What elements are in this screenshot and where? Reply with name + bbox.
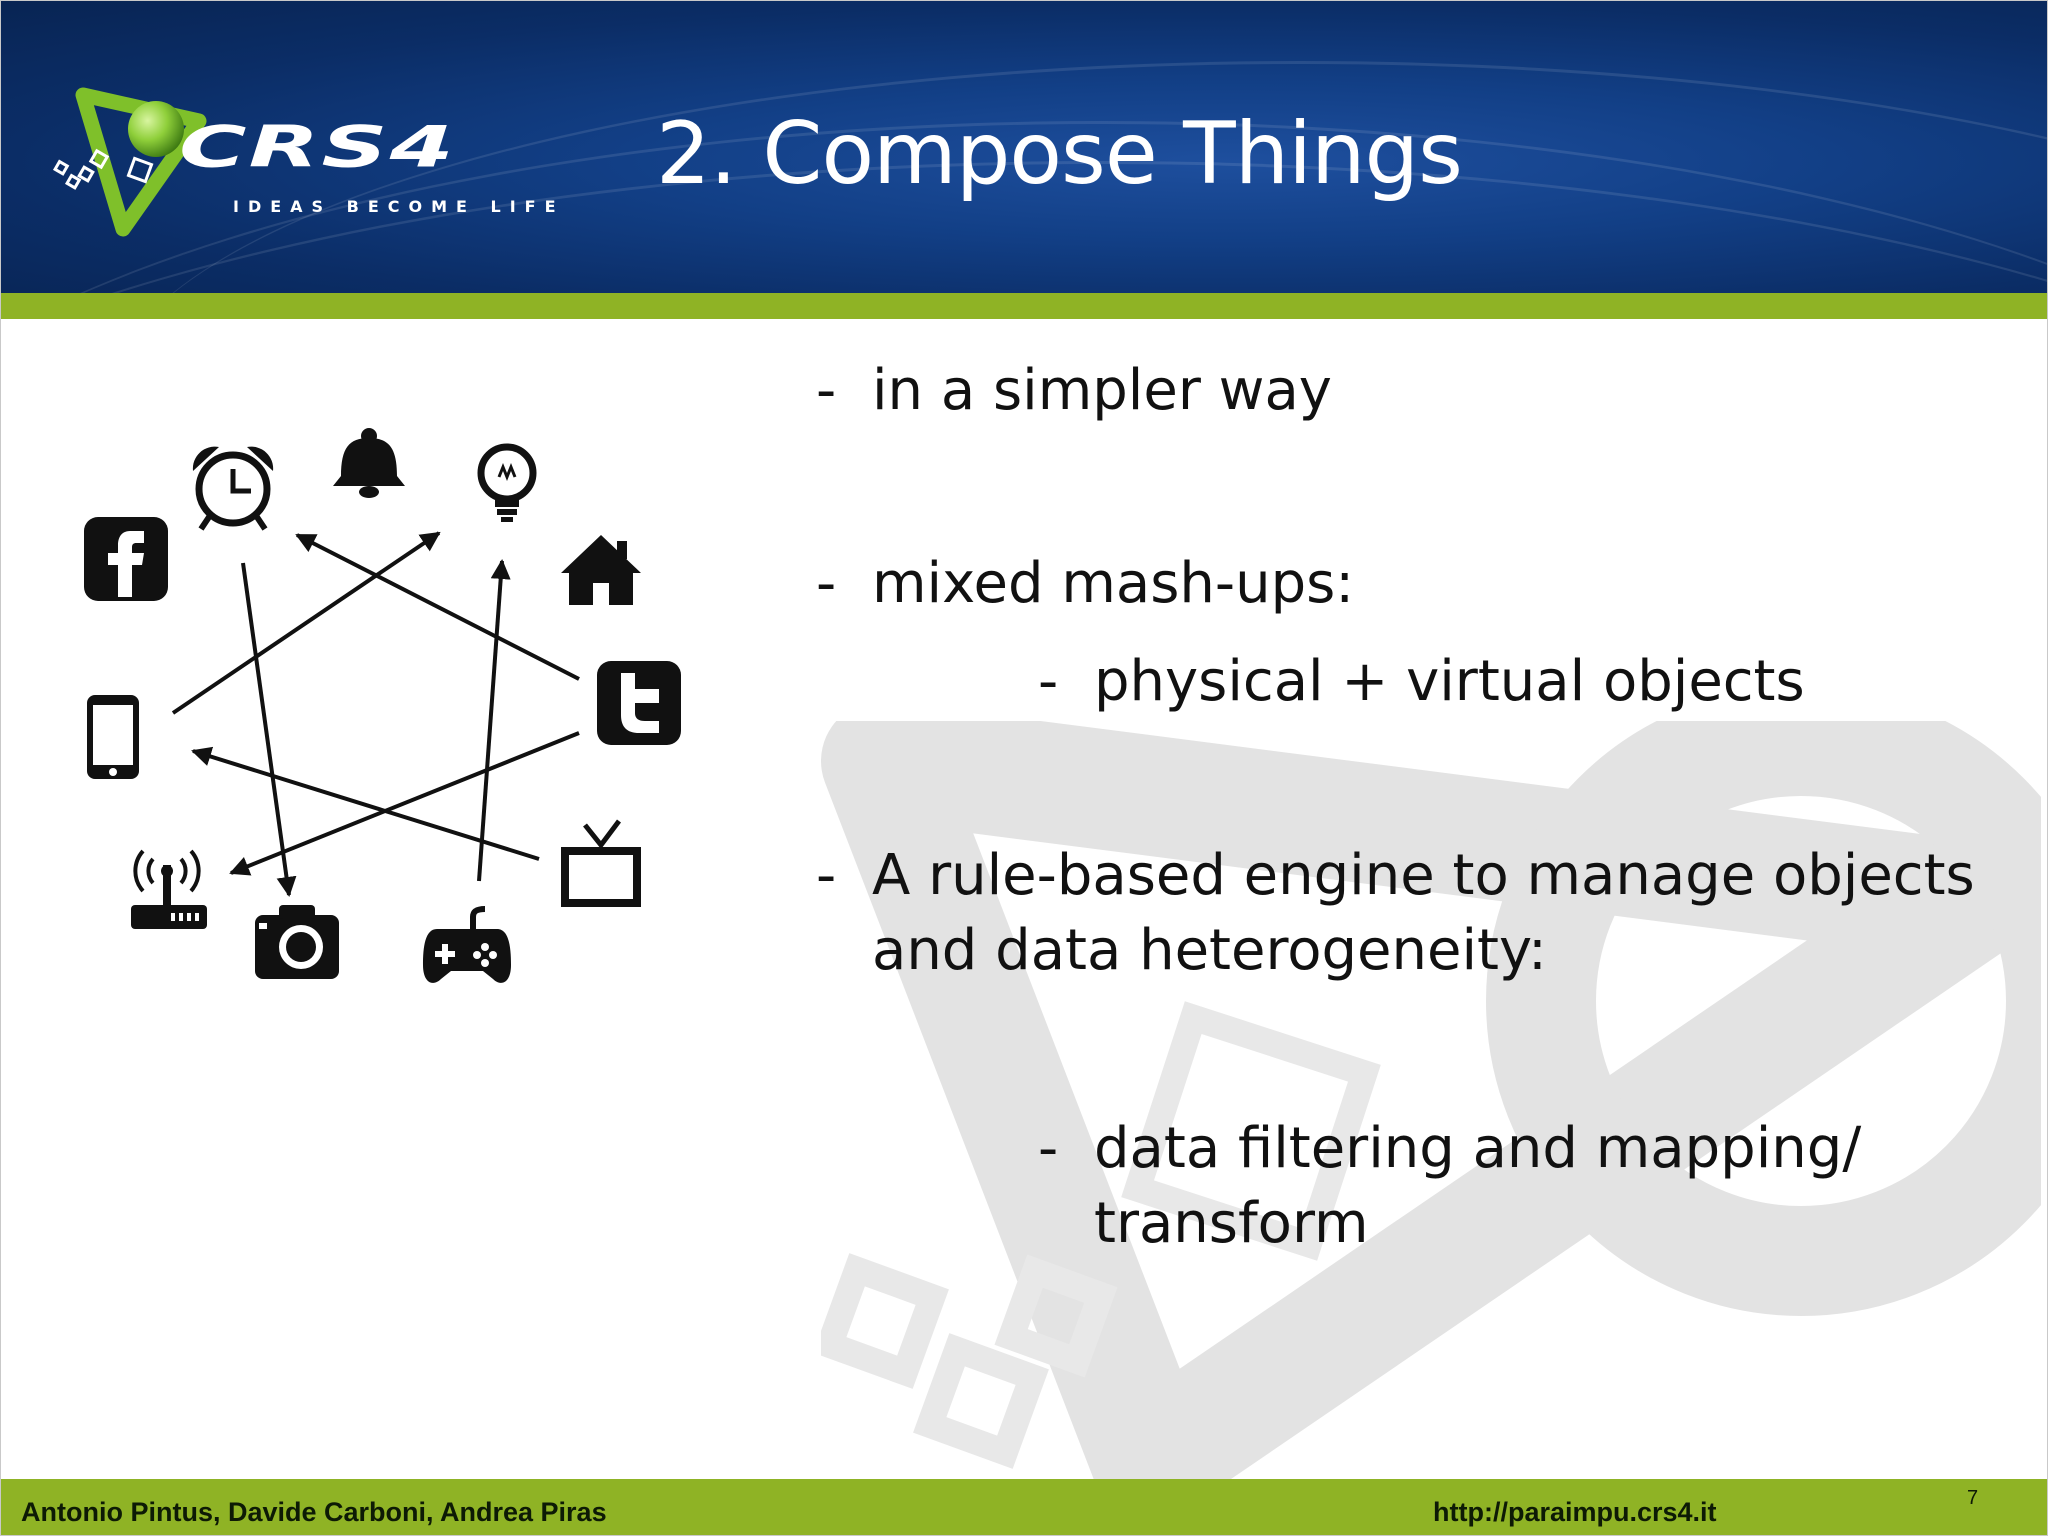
slide-title: 2. Compose Things — [656, 104, 1463, 204]
facebook-icon — [84, 517, 168, 601]
bullet-dash: - — [816, 358, 837, 423]
slide-header: CRS4 IDEAS BECOME LIFE 2. Compose Things — [1, 1, 2047, 293]
footer-authors: Antonio Pintus, Davide Carboni, Andrea P… — [21, 1497, 607, 1527]
sub-bullet-data-filtering-line2: transform — [1094, 1191, 1369, 1256]
gamepad-icon — [423, 906, 511, 983]
page-number: 7 — [1967, 1487, 1979, 1509]
bell-icon — [333, 428, 405, 498]
twitter-icon — [597, 661, 681, 745]
crs4-watermark — [821, 721, 2041, 1481]
camera-icon — [255, 905, 339, 979]
bullet-text: mixed mash-ups: — [872, 551, 1355, 616]
logo-wordmark: CRS4 — [179, 114, 456, 181]
wifi-router-icon — [131, 849, 207, 929]
things-network-diagram — [84, 428, 681, 983]
header-accent-bar — [1, 293, 2047, 319]
slide-footer: Antonio Pintus, Davide Carboni, Andrea P… — [1, 1479, 2047, 1535]
bullet-dash: - — [1038, 649, 1059, 714]
bullet-dash: - — [1038, 1116, 1059, 1181]
bullet-text-line1: A rule-based engine to manage objects — [872, 843, 1975, 908]
smartphone-icon — [87, 695, 139, 779]
bullet-text: in a simpler way — [872, 358, 1332, 423]
tv-icon — [561, 819, 641, 907]
bullet-text-line1: data filtering and mapping/ — [1094, 1116, 1862, 1181]
bullet-rule-engine-line2: and data heterogeneity: — [872, 918, 1547, 983]
house-icon — [561, 535, 641, 605]
alarm-clock-icon — [192, 446, 274, 531]
footer-url-link[interactable]: http://paraimpu.crs4.it — [1433, 1497, 1717, 1527]
bullet-dash: - — [816, 551, 837, 616]
crs4-logo — [52, 87, 207, 237]
lightbulb-icon — [477, 443, 537, 522]
bullet-text: physical + virtual objects — [1094, 649, 1805, 714]
bullet-dash: - — [816, 843, 837, 908]
logo-tagline: IDEAS BECOME LIFE — [233, 197, 565, 216]
